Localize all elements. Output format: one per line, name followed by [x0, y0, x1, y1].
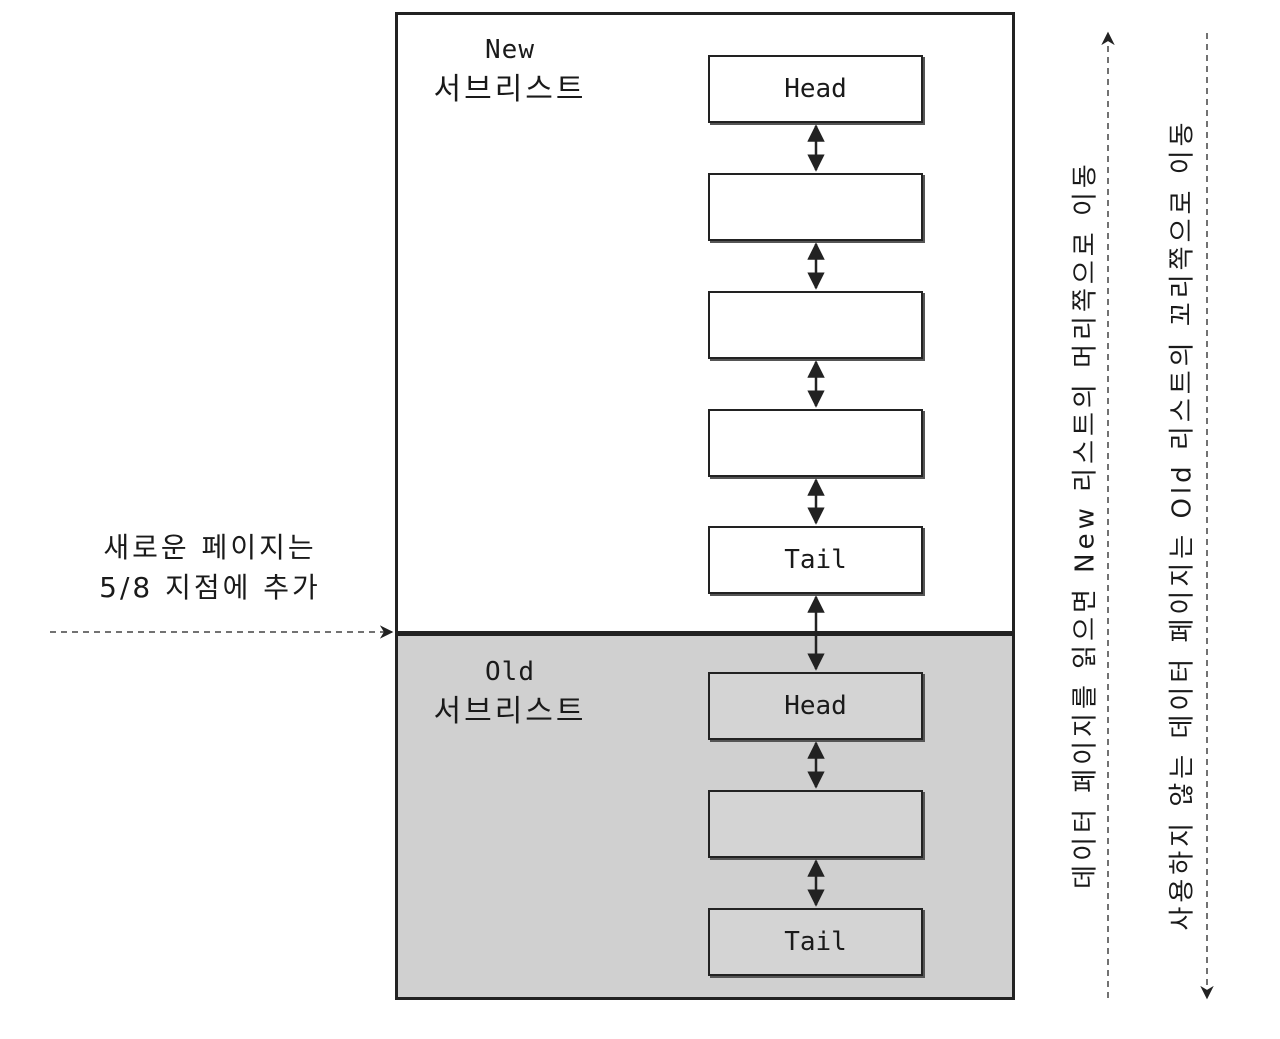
new-sublist-title-ko: 서브리스트	[433, 72, 587, 107]
new-sublist-title-en: New	[485, 35, 535, 65]
insert-point-line2: 5/8 지점에 추가	[99, 571, 321, 604]
insert-point-label: 새로운 페이지는 5/8 지점에 추가	[60, 528, 360, 608]
old-node-2	[708, 790, 923, 858]
old-node-tail: Tail	[708, 908, 923, 976]
new-sublist-title: New 서브리스트	[425, 30, 595, 110]
old-sublist-title-en: Old	[485, 657, 535, 687]
sublist-divider	[395, 631, 1015, 634]
new-node-4	[708, 409, 923, 477]
old-sublist-title-ko: 서브리스트	[433, 694, 587, 729]
new-node-2	[708, 173, 923, 241]
insert-point-line1: 새로운 페이지는	[103, 531, 317, 564]
read-move-note: 데이터 페이지를 읽으면 New 리스트의 머리쪽으로 이동	[1070, 160, 1101, 889]
new-node-tail: Tail	[708, 526, 923, 594]
new-node-head: Head	[708, 55, 923, 123]
old-sublist-title: Old 서브리스트	[425, 652, 595, 732]
old-node-head: Head	[708, 672, 923, 740]
unused-move-note: 사용하지 않는 데이터 페이지는 Old 리스트의 꼬리쪽으로 이동	[1167, 118, 1198, 931]
new-node-3	[708, 291, 923, 359]
